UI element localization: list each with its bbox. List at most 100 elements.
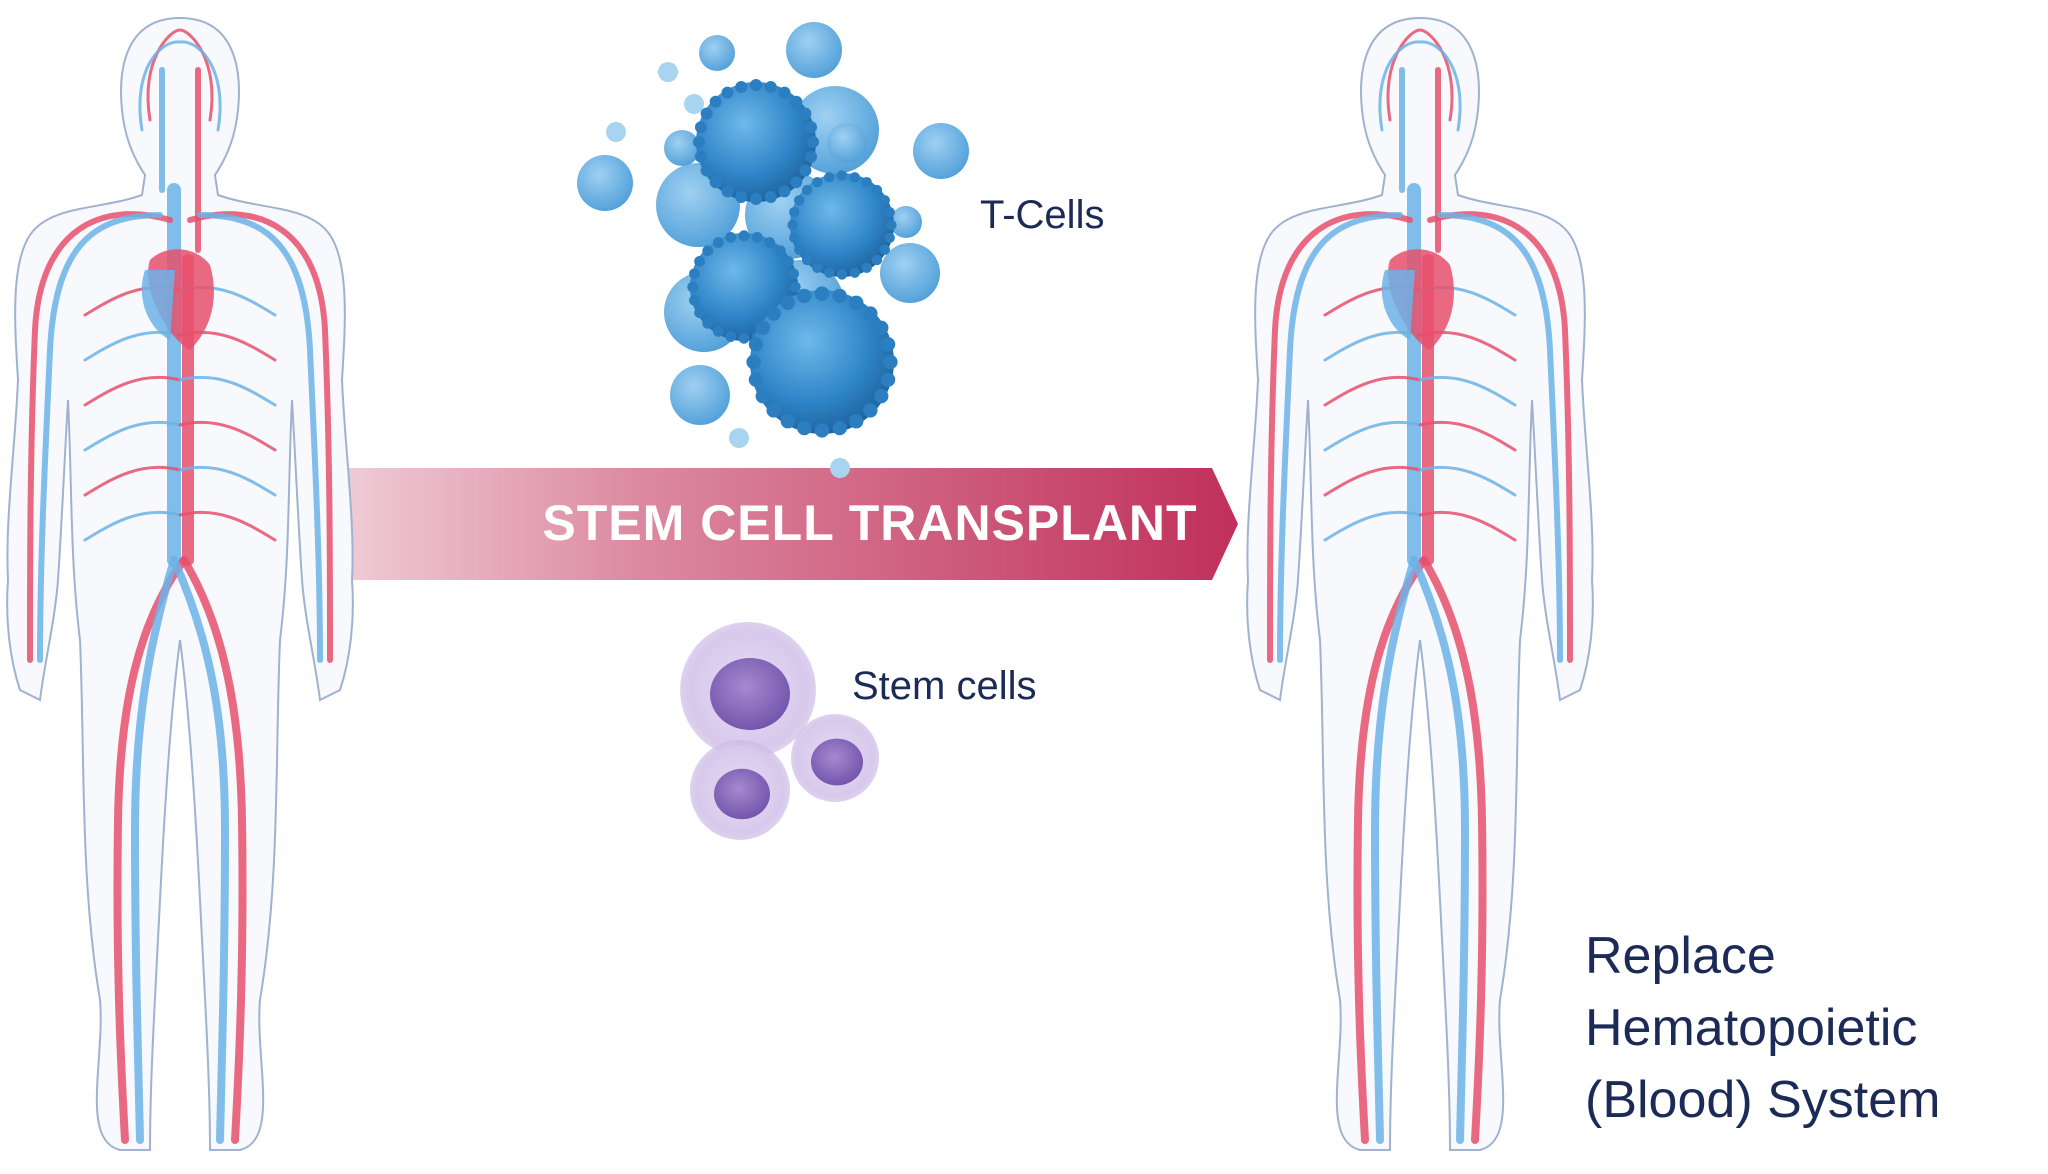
left-arm-vein (1277, 212, 1403, 663)
t-cell (684, 94, 704, 114)
t-cell-texture (814, 286, 830, 301)
left-leg-vein (1371, 556, 1418, 1144)
t-cell (729, 428, 749, 448)
stem-cells-label: Stem cells (852, 664, 1037, 708)
t-cell-texture (764, 191, 777, 204)
torso-branch (83, 465, 182, 497)
t-cell-texture (863, 306, 878, 321)
t-cell-texture (871, 254, 883, 266)
head-vein (1378, 40, 1462, 132)
left-leg-artery (113, 556, 188, 1144)
t-cell-texture (849, 172, 860, 183)
right-leg-vein (1410, 556, 1469, 1144)
t-cell-texture (794, 195, 805, 206)
t-cell-texture (725, 232, 737, 243)
right-leg-vein (170, 556, 229, 1144)
t-cell-texture (746, 354, 761, 370)
transplant-arrow-label: STEM CELL TRANSPLANT (542, 495, 1198, 551)
t-cell-texture (832, 288, 847, 304)
left-leg-vein (131, 556, 178, 1144)
stem-cell-nucleus (811, 738, 863, 786)
t-cell-texture (738, 230, 750, 242)
transplant-arrow (310, 468, 1238, 580)
t-cell (606, 122, 626, 142)
t-cell (827, 123, 867, 163)
t-cell-texture (689, 294, 700, 306)
t-cell-texture (801, 184, 813, 196)
heart-vein (1381, 270, 1415, 340)
caption-line-3: (Blood) System (1585, 1071, 1941, 1129)
torso-branch (178, 510, 277, 542)
t-cell-texture (780, 295, 795, 310)
t-cell-texture (879, 195, 890, 206)
stem-cell-nucleus (710, 658, 790, 730)
torso-branch (83, 375, 182, 407)
t-cell-large (696, 82, 816, 202)
t-cell-texture (693, 136, 705, 148)
t-cell-texture (709, 176, 722, 189)
t-cell-texture (814, 423, 830, 438)
t-cell-texture (694, 307, 705, 319)
t-cell-texture (861, 262, 872, 273)
t-cell-texture (861, 177, 872, 188)
right-leg-artery (1420, 556, 1487, 1144)
t-cell (670, 365, 730, 425)
t-cell (577, 155, 633, 211)
t-cell (786, 22, 842, 78)
t-cell (658, 62, 678, 82)
t-cell-texture (750, 193, 762, 205)
t-cell-texture (790, 176, 803, 189)
t-cell (664, 130, 700, 166)
t-cell-texture (725, 331, 737, 342)
torso-branch (1323, 510, 1422, 542)
t-cell-texture (702, 245, 714, 257)
t-cell-texture (874, 389, 889, 404)
t-cell-texture (812, 177, 823, 188)
torso-branch (1418, 420, 1517, 452)
t-cell-texture (884, 232, 895, 243)
t-cell-texture (712, 326, 724, 337)
torso-branch (1418, 510, 1517, 542)
head-artery (146, 28, 214, 122)
t-cell-texture (794, 244, 805, 255)
t-cell-texture (863, 403, 878, 418)
right-arm-artery (187, 211, 333, 663)
caption-line-1: Replace (1585, 927, 1776, 985)
head-vein (138, 40, 222, 132)
t-cell-texture (824, 172, 835, 183)
t-cell-large (750, 290, 894, 434)
heart-vein (141, 270, 175, 340)
t-cell-texture (884, 207, 895, 218)
t-cell-texture (735, 191, 748, 204)
t-cell-large (790, 173, 894, 277)
t-cell-texture (700, 164, 713, 177)
t-cell-texture (764, 80, 777, 93)
torso-branch (83, 510, 182, 542)
t-cell-texture (883, 354, 898, 370)
left-arm-artery (1267, 211, 1413, 663)
t-cell-texture (805, 121, 818, 134)
t-cell-texture (751, 232, 763, 243)
t-cell-texture (886, 219, 897, 231)
t-cell-texture (783, 255, 794, 267)
t-cell-texture (824, 267, 835, 278)
t-cell-texture (836, 170, 848, 181)
t-cell-texture (789, 207, 800, 218)
t-cell-texture (694, 255, 705, 267)
t-cell-texture (780, 414, 795, 429)
torso-branch (1418, 375, 1517, 407)
t-cell-texture (789, 281, 801, 293)
transplant-arrow-shape (310, 468, 1238, 580)
t-cell-texture (849, 295, 864, 310)
torso-branch (178, 420, 277, 452)
t-cell-texture (849, 414, 864, 429)
t-cell-texture (789, 232, 800, 243)
t-cell-texture (755, 389, 770, 404)
torso-branch (1323, 465, 1422, 497)
right-arm-vein (1437, 212, 1563, 663)
t-cell-texture (799, 164, 812, 177)
t-cell-texture (797, 420, 812, 436)
stem-cells-cluster (680, 622, 879, 840)
